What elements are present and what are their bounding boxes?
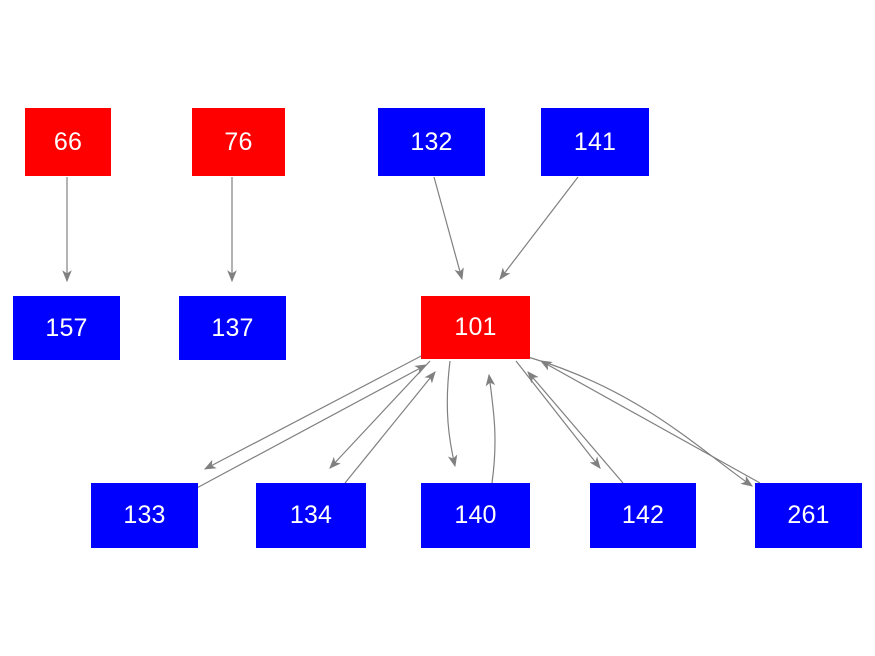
node-137[interactable]: 137	[179, 296, 286, 360]
node-157[interactable]: 157	[13, 296, 120, 360]
node-label: 101	[454, 313, 497, 341]
node-label: 137	[211, 313, 254, 342]
node-140[interactable]: 140	[421, 483, 530, 548]
node-label: 141	[573, 127, 617, 156]
node-76[interactable]: 76	[192, 108, 285, 176]
edge-101-140	[446, 360, 458, 468]
edge-141-101	[499, 176, 579, 280]
node-261[interactable]: 261	[755, 483, 862, 548]
edge-140-101	[485, 373, 496, 484]
node-66[interactable]: 66	[25, 108, 111, 176]
node-142[interactable]: 142	[590, 483, 696, 548]
node-101[interactable]: 101	[421, 296, 530, 359]
edge-101-133	[203, 353, 426, 470]
edge-133-101	[192, 364, 428, 491]
edge-132-101	[433, 176, 464, 281]
edge-142-101	[527, 371, 624, 484]
node-141[interactable]: 141	[541, 108, 649, 176]
node-label: 157	[45, 313, 88, 342]
edge-101-261	[527, 356, 753, 487]
node-label: 261	[787, 501, 830, 529]
node-label: 142	[621, 501, 665, 529]
edge-101-142	[515, 360, 601, 469]
node-134[interactable]: 134	[256, 483, 366, 548]
node-label: 76	[224, 127, 253, 156]
edge-101-134	[329, 360, 431, 469]
edge-261-101	[539, 360, 761, 484]
node-label: 134	[289, 501, 333, 529]
node-label: 132	[410, 127, 453, 156]
node-label: 133	[123, 501, 166, 529]
edge-134-101	[344, 371, 436, 484]
node-132[interactable]: 132	[378, 108, 485, 176]
node-label: 140	[454, 501, 497, 529]
node-133[interactable]: 133	[91, 483, 198, 548]
node-label: 66	[53, 127, 83, 156]
